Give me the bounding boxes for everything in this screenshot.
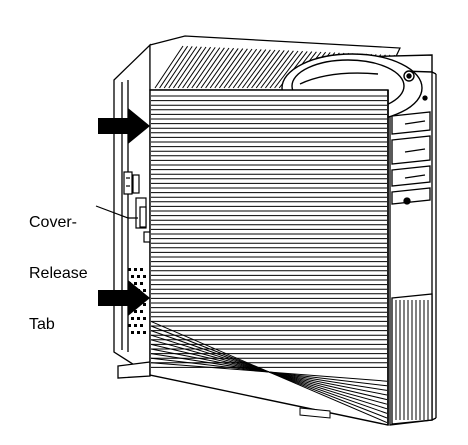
arrow-lower xyxy=(98,280,150,316)
callout-line-2: Release xyxy=(29,265,88,282)
callout-label: Cover- Release Tab xyxy=(29,180,88,350)
cover-ribs xyxy=(150,95,388,424)
callout-line-3: Tab xyxy=(29,316,55,333)
front-foot xyxy=(299,407,331,419)
bezel-vent-lines xyxy=(395,300,429,420)
cover-release-tab xyxy=(123,171,155,243)
arrow-upper xyxy=(98,108,150,144)
callout-leader-line xyxy=(95,205,138,219)
callout-line-1: Cover- xyxy=(29,214,78,231)
